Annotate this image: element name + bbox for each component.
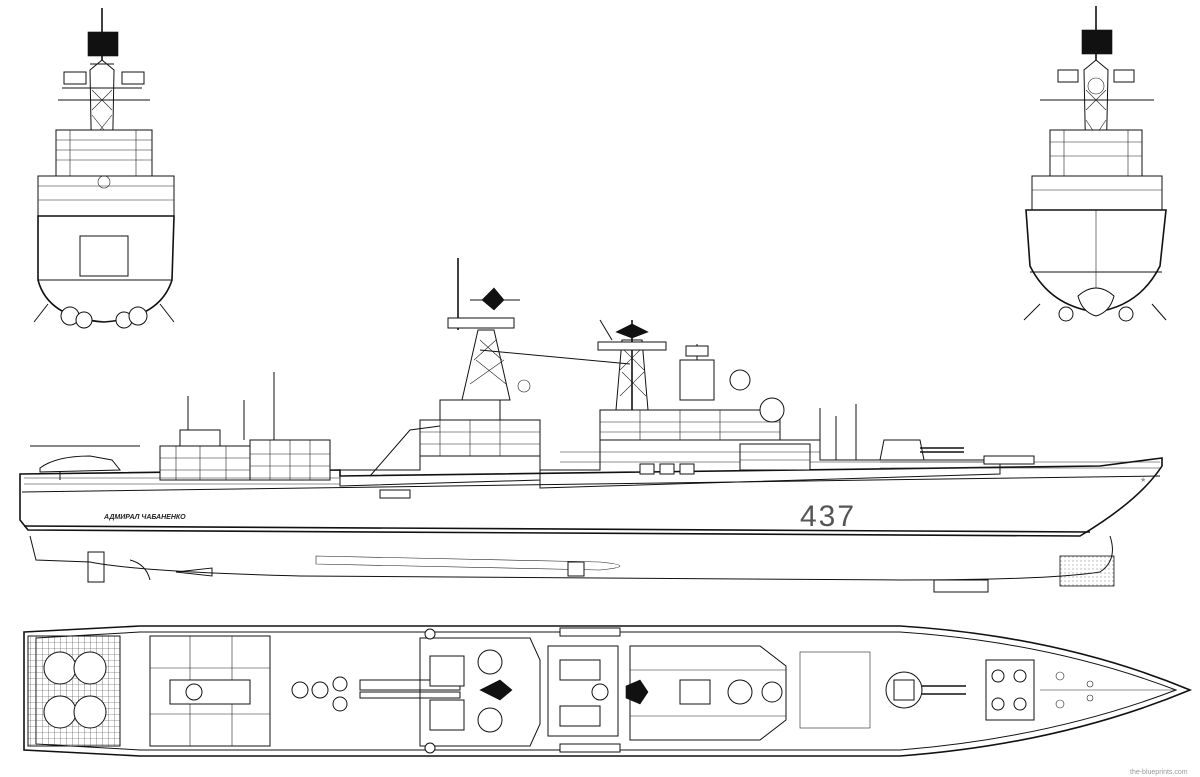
site-credit: the-blueprints.com <box>1130 769 1188 776</box>
stern-view <box>33 8 175 329</box>
side-profile: ★ 437 АДМИРАЛ ЧАБАНЕНКО <box>19 258 1163 593</box>
ship-name: АДМИРАЛ ЧАБАНЕНКО <box>103 514 186 521</box>
hull-number: 437 <box>800 500 856 533</box>
top-plan <box>23 625 1193 757</box>
bow-view <box>1023 6 1167 322</box>
svg-text:★: ★ <box>1140 476 1146 484</box>
